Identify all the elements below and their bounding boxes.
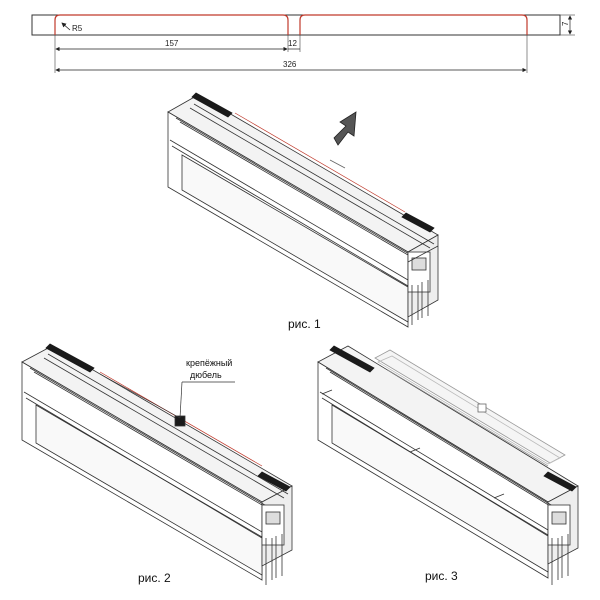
- dim-326-label: 326: [283, 60, 297, 69]
- seal-strip-left: [45, 343, 95, 373]
- figure-2-caption: рис. 2: [138, 571, 171, 585]
- cut-line-left: [54, 14, 289, 35]
- dim-157-label: 157: [165, 39, 179, 48]
- seal-strip-right: [543, 471, 577, 492]
- seal-strip-left: [329, 345, 375, 373]
- strip-dimension-drawing: R5 157 12 326 7: [31, 14, 575, 73]
- figure-3-caption: рис. 3: [425, 569, 458, 583]
- figure-1-profile: [167, 92, 439, 328]
- radius-label: R5: [72, 24, 83, 33]
- dim-12-label: 12: [288, 39, 297, 48]
- seal-strip-left: [191, 92, 233, 118]
- figure-3-profile: [317, 345, 579, 585]
- cover-strip: [374, 349, 566, 464]
- rotate-arrow-icon: [333, 111, 357, 146]
- screw-1: [321, 389, 333, 395]
- screw-2: [409, 447, 421, 453]
- figure-2-profile: [21, 343, 293, 585]
- figure-2-callout: крепёжный дюбель: [99, 358, 235, 419]
- strip-outline: [31, 14, 561, 36]
- screw-3: [493, 493, 505, 499]
- dim-height-label: 7: [561, 21, 570, 26]
- radius-leader: [61, 22, 71, 31]
- callout-line-2: дюбель: [190, 370, 222, 380]
- cut-line-right: [299, 14, 528, 35]
- seal-strip-right: [401, 212, 435, 233]
- callout-line-1: крепёжный: [186, 358, 232, 368]
- figure-1-caption: рис. 1: [288, 317, 321, 331]
- seal-strip-right: [257, 471, 291, 492]
